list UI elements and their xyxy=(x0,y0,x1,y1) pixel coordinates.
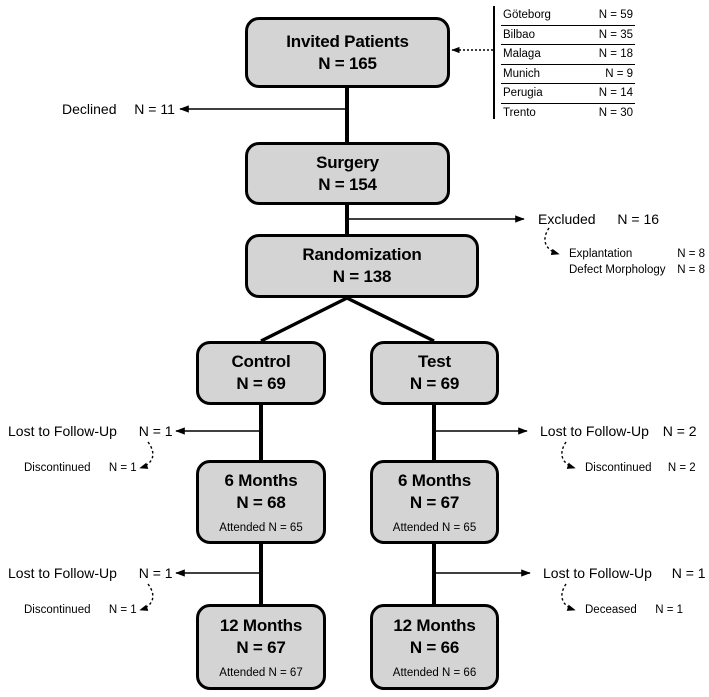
site-count: N = 9 xyxy=(605,67,633,80)
annotation-control-6-reason-label: Discontinued xyxy=(24,462,91,474)
node-test-6-months[interactable]: 6 Months N = 67 Attended N = 65 xyxy=(370,460,499,544)
node-test-12-months-attended: Attended N = 66 xyxy=(392,666,477,679)
annotation-control-6-reason: Discontinued N = 1 xyxy=(24,460,137,476)
annotation-test-12-lost-label: Lost to Follow-Up xyxy=(543,565,652,581)
site-count: N = 18 xyxy=(598,48,633,61)
annotation-test-12-lost-value: N = 1 xyxy=(671,565,706,581)
node-control-count: N = 69 xyxy=(236,374,286,393)
node-control-6-months[interactable]: 6 Months N = 68 Attended N = 65 xyxy=(196,460,326,544)
table-row: Malaga N = 18 xyxy=(501,45,635,65)
node-test-6-months-count: N = 67 xyxy=(409,492,460,512)
annotation-control-12-reason-value: N = 1 xyxy=(108,604,137,616)
annotation-declined-value: N = 11 xyxy=(134,101,175,117)
excluded-reason-row: Explantation N = 8 xyxy=(569,246,705,262)
site-count: N = 59 xyxy=(598,9,633,22)
annotation-control-12-lost-value: N = 1 xyxy=(138,565,173,581)
site-name: Bilbao xyxy=(503,28,535,41)
annotation-control-6-reason-value: N = 1 xyxy=(108,462,137,474)
annotation-test-12-reason: Deceased N = 1 xyxy=(585,602,683,618)
node-surgery[interactable]: Surgery N = 154 xyxy=(245,142,450,205)
annotation-control-12-reason: Discontinued N = 1 xyxy=(24,602,137,618)
annotation-test-12-reason-label: Deceased xyxy=(585,604,637,616)
node-test-6-months-attended: Attended N = 65 xyxy=(392,521,477,534)
table-left-rule xyxy=(493,6,495,119)
annotation-control-6-lost: Lost to Follow-Up N = 1 xyxy=(8,423,173,439)
node-surgery-count: N = 154 xyxy=(318,174,377,194)
table-row: Göteborg N = 59 xyxy=(501,6,635,26)
node-randomization-title: Randomization xyxy=(302,245,422,264)
site-count: N = 30 xyxy=(598,106,633,119)
table-row: Trento N = 30 xyxy=(501,104,635,123)
excluded-reason-value: N = 8 xyxy=(677,248,705,260)
node-test-title: Test xyxy=(418,352,451,371)
node-control-6-months-attended: Attended N = 65 xyxy=(219,521,303,534)
excluded-reason-row: Defect Morphology N = 8 xyxy=(569,262,705,278)
node-invited-patients-count: N = 165 xyxy=(318,53,377,73)
node-control-6-months-count: N = 68 xyxy=(236,492,286,512)
site-name: Trento xyxy=(503,106,536,119)
table-row: Bilbao N = 35 xyxy=(501,26,635,45)
site-name: Munich xyxy=(503,67,541,80)
node-randomization-count: N = 138 xyxy=(332,267,392,286)
annotation-control-6-lost-label: Lost to Follow-Up xyxy=(8,423,117,439)
annotation-test-12-lost: Lost to Follow-Up N = 1 xyxy=(543,565,706,581)
annotation-test-12-reason-value: N = 1 xyxy=(655,604,684,616)
annotation-test-6-lost-value: N = 2 xyxy=(662,423,697,439)
node-test-12-months-title: 12 Months xyxy=(393,615,476,635)
annotation-test-6-lost-label: Lost to Follow-Up xyxy=(540,423,649,439)
node-control-12-months-attended: Attended N = 67 xyxy=(219,666,303,679)
annotation-control-12-lost: Lost to Follow-Up N = 1 xyxy=(8,565,173,581)
annotation-excluded: Excluded N = 16 xyxy=(538,211,659,227)
annotation-declined: Declined N = 11 xyxy=(62,101,175,117)
node-invited-patients-title: Invited Patients xyxy=(286,31,409,51)
annotation-control-12-reason-label: Discontinued xyxy=(24,604,91,616)
excluded-reason-label: Explantation xyxy=(569,248,633,260)
node-control-12-months[interactable]: 12 Months N = 67 Attended N = 67 xyxy=(196,604,326,690)
node-control-12-months-title: 12 Months xyxy=(219,615,303,635)
annotation-excluded-value: N = 16 xyxy=(617,211,660,227)
site-enrolment-table: Göteborg N = 59 Bilbao N = 35 Malaga N =… xyxy=(493,6,635,119)
site-name: Malaga xyxy=(503,48,541,61)
annotation-excluded-reasons: Explantation N = 8 Defect Morphology N =… xyxy=(569,246,705,278)
annotation-excluded-label: Excluded xyxy=(538,211,596,227)
table-row: Perugia N = 14 xyxy=(501,84,635,104)
annotation-control-12-lost-label: Lost to Follow-Up xyxy=(8,565,117,581)
excluded-reason-label: Defect Morphology xyxy=(569,264,666,276)
node-control-title: Control xyxy=(231,352,291,371)
node-test-count: N = 69 xyxy=(409,374,460,393)
node-control-6-months-title: 6 Months xyxy=(224,470,298,490)
node-randomization[interactable]: Randomization N = 138 xyxy=(245,234,479,298)
table-row: Munich N = 9 xyxy=(501,65,635,84)
site-name: Göteborg xyxy=(503,9,551,22)
site-name: Perugia xyxy=(503,87,543,100)
annotation-test-6-reason: Discontinued N = 2 xyxy=(585,460,696,476)
annotation-test-6-lost: Lost to Follow-Up N = 2 xyxy=(540,423,697,439)
excluded-reason-value: N = 8 xyxy=(677,264,705,276)
annotation-test-6-reason-value: N = 2 xyxy=(667,462,696,474)
annotation-test-6-reason-label: Discontinued xyxy=(585,462,652,474)
node-surgery-title: Surgery xyxy=(316,152,379,172)
node-test-6-months-title: 6 Months xyxy=(397,470,471,490)
node-control-12-months-count: N = 67 xyxy=(236,637,286,657)
site-count: N = 14 xyxy=(598,87,633,100)
annotation-declined-label: Declined xyxy=(62,101,117,117)
site-count: N = 35 xyxy=(598,28,633,41)
node-control[interactable]: Control N = 69 xyxy=(196,341,326,405)
node-invited-patients[interactable]: Invited Patients N = 165 xyxy=(245,17,450,88)
node-test-12-months[interactable]: 12 Months N = 66 Attended N = 66 xyxy=(370,604,499,690)
annotation-control-6-lost-value: N = 1 xyxy=(138,423,173,439)
node-test-12-months-count: N = 66 xyxy=(409,637,460,657)
node-test[interactable]: Test N = 69 xyxy=(370,341,499,405)
